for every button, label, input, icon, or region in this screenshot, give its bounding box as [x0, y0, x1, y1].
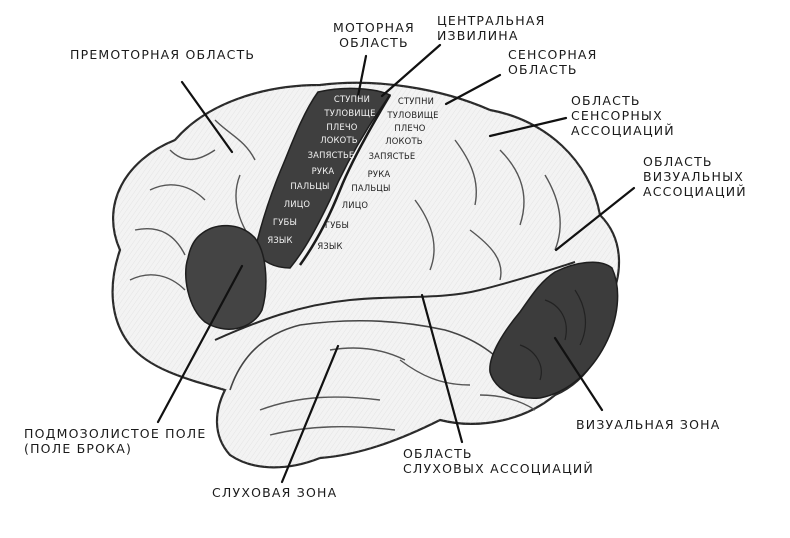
leader-sensory-assoc: [488, 116, 568, 138]
label-auditory-area: СЛУХОВАЯ ЗОНА: [212, 485, 338, 500]
label-premotor-area: ПРЕМОТОРНАЯ ОБЛАСТЬ: [70, 47, 256, 62]
visual-region: [489, 261, 619, 399]
motor-label-wrist: ЗАПЯСТЬЕ: [307, 150, 355, 160]
temporal-lobe-edge: [229, 320, 521, 391]
leader-central: [380, 43, 442, 98]
sensory-label-shoulder: ПЛЕЧО: [394, 123, 426, 133]
label-broca-line1: ПОДМОЗОЛИСТОЕ ПОЛЕ: [24, 426, 207, 441]
motor-label-elbow: ЛОКОТЬ: [320, 135, 358, 145]
label-auditory-association: ОБЛАСТЬ СЛУХОВЫХ АССОЦИАЦИЙ: [403, 446, 594, 476]
sensory-label-feet: СТУПНИ: [397, 96, 435, 106]
label-visual-assoc-line1: ОБЛАСТЬ: [643, 154, 713, 169]
label-sensory-assoc-line1: ОБЛАСТЬ: [571, 93, 641, 108]
leader-visual: [553, 336, 604, 412]
label-sensory-assoc-line3: АССОЦИАЦИЙ: [571, 123, 675, 138]
label-central-gyrus: ЦЕНТРАЛЬНАЯ ИЗВИЛИНА: [437, 13, 546, 43]
leader-sensory: [444, 73, 502, 106]
label-motor-area: МОТОРНАЯ ОБЛАСТЬ: [333, 20, 415, 50]
label-sensory-line2: ОБЛАСТЬ: [508, 62, 578, 77]
lateral-fissure: [214, 261, 576, 341]
label-motor-line2: ОБЛАСТЬ: [339, 35, 409, 50]
label-motor-line1: МОТОРНАЯ: [333, 20, 415, 35]
broca-region: [185, 224, 267, 330]
leader-premotor: [180, 80, 234, 154]
sensory-label-hand: РУКА: [367, 169, 391, 179]
visual-region-folds: [519, 289, 587, 381]
motor-label-hand: РУКА: [311, 166, 335, 176]
sensory-label-trunk: ТУЛОВИЩЕ: [387, 110, 439, 120]
sensory-label-wrist: ЗАПЯСТЬЕ: [368, 151, 416, 161]
motor-label-fingers: ПАЛЬЦЫ: [290, 181, 330, 191]
sensory-label-face: ЛИЦО: [341, 200, 369, 210]
label-central-line2: ИЗВИЛИНА: [437, 28, 519, 43]
label-sensory-area: СЕНСОРНАЯ ОБЛАСТЬ: [508, 47, 598, 77]
motor-label-face: ЛИЦО: [283, 199, 311, 209]
leader-visual-assoc: [554, 186, 636, 252]
label-visual-association: ОБЛАСТЬ ВИЗУАЛЬНЫХ АССОЦИАЦИЙ: [643, 154, 747, 199]
label-visual-area: ВИЗУАЛЬНАЯ ЗОНА: [576, 417, 721, 432]
sensory-label-elbow: ЛОКОТЬ: [385, 136, 423, 146]
label-broca-line2: (ПОЛЕ БРОКА): [24, 441, 133, 456]
sulci: [129, 119, 561, 436]
label-sensory-assoc-line2: СЕНСОРНЫХ: [571, 108, 663, 123]
label-sensory-association: ОБЛАСТЬ СЕНСОРНЫХ АССОЦИАЦИЙ: [571, 93, 675, 138]
label-sensory-line1: СЕНСОРНАЯ: [508, 47, 598, 62]
motor-label-lips: ГУБЫ: [272, 217, 298, 227]
label-visual-assoc-line3: АССОЦИАЦИЙ: [643, 184, 747, 199]
motor-label-shoulder: ПЛЕЧО: [326, 122, 358, 132]
label-broca-area: ПОДМОЗОЛИСТОЕ ПОЛЕ (ПОЛЕ БРОКА): [24, 426, 206, 456]
label-visual-assoc-line2: ВИЗУАЛЬНЫХ: [643, 169, 745, 184]
motor-label-feet: СТУПНИ: [333, 94, 371, 104]
central-sulcus: [298, 94, 392, 266]
motor-label-tongue: ЯЗЫК: [267, 235, 293, 245]
leader-motor: [356, 54, 368, 98]
label-central-line1: ЦЕНТРАЛЬНАЯ: [437, 13, 546, 28]
leader-lines: [156, 43, 636, 484]
label-auditory-assoc-line2: СЛУХОВЫХ АССОЦИАЦИЙ: [403, 461, 594, 476]
motor-label-trunk: ТУЛОВИЩЕ: [324, 108, 376, 118]
sensory-label-fingers: ПАЛЬЦЫ: [351, 183, 391, 193]
leader-auditory-assoc: [420, 293, 464, 444]
sensory-label-lips: ГУБЫ: [324, 220, 350, 230]
leader-auditory: [280, 344, 340, 484]
sensory-label-tongue: ЯЗЫК: [317, 241, 343, 251]
label-auditory-assoc-line1: ОБЛАСТЬ: [403, 446, 473, 461]
leader-broca: [156, 264, 244, 424]
